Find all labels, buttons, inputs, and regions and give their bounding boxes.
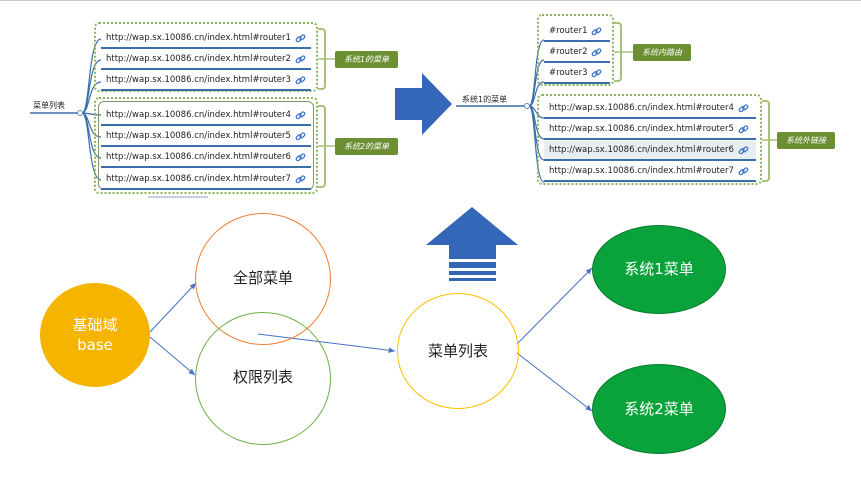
right-internal-brace — [614, 22, 622, 82]
system1-menu-label: 系统1菜单 — [624, 260, 694, 279]
link-icon[interactable] — [295, 174, 306, 185]
link-icon[interactable] — [738, 103, 749, 114]
permission-list-node: 权限列表 — [195, 312, 331, 445]
url-underline — [544, 82, 610, 84]
right-internal-item[interactable]: #router3 — [544, 64, 610, 82]
left-group1-tag[interactable]: 系统1的菜单 — [335, 51, 398, 68]
up-arrow-icon — [426, 207, 518, 281]
link-icon[interactable] — [738, 124, 749, 135]
right-external-item[interactable]: http://wap.sx.10086.cn/index.html#router… — [544, 120, 756, 138]
url-underline — [101, 47, 311, 49]
right-external-item[interactable]: http://wap.sx.10086.cn/index.html#router… — [544, 99, 756, 117]
right-internal-item[interactable]: #router2 — [544, 43, 610, 61]
right-branch-curves — [528, 39, 545, 183]
right-external-box — [537, 94, 762, 185]
url-underline — [101, 89, 311, 91]
left-root-label: 菜单列表 — [33, 101, 65, 110]
left-group2-box — [94, 97, 318, 194]
left-url-item[interactable]: http://wap.sx.10086.cn/index.html#router… — [101, 170, 311, 188]
url-underline — [544, 40, 610, 42]
link-icon[interactable] — [591, 26, 602, 37]
link-icon[interactable] — [295, 33, 306, 44]
url-underline — [544, 61, 610, 63]
route-text: #router1 — [549, 26, 588, 36]
url-underline — [544, 138, 756, 140]
left-url-item[interactable]: http://wap.sx.10086.cn/index.html#router… — [101, 29, 311, 47]
link-icon[interactable] — [295, 131, 306, 142]
right-external-brace — [762, 100, 770, 182]
all-menus-label: 全部菜单 — [232, 268, 293, 287]
system2-menu-node: 系统2菜单 — [592, 364, 726, 454]
system1-menu-node: 系统1菜单 — [592, 225, 726, 314]
right-collapse-toggle[interactable] — [524, 103, 530, 109]
left-url-item[interactable]: http://wap.sx.10086.cn/index.html#router… — [101, 148, 311, 166]
url-text: http://wap.sx.10086.cn/index.html#router… — [106, 33, 291, 43]
left-bottom-shadow — [148, 196, 208, 198]
menu-list-node: 菜单列表 — [397, 293, 519, 409]
url-text: http://wap.sx.10086.cn/index.html#router… — [106, 110, 291, 120]
link-icon[interactable] — [295, 152, 306, 163]
right-internal-box — [537, 14, 614, 86]
url-text: http://wap.sx.10086.cn/index.html#router… — [549, 124, 734, 134]
right-external-item[interactable]: http://wap.sx.10086.cn/index.html#router… — [544, 141, 756, 159]
url-text: http://wap.sx.10086.cn/index.html#router… — [106, 174, 291, 184]
left-url-item[interactable]: http://wap.sx.10086.cn/index.html#router… — [101, 50, 311, 68]
url-underline — [101, 188, 311, 190]
right-internal-tag[interactable]: 系统内路由 — [633, 44, 691, 61]
url-text: http://wap.sx.10086.cn/index.html#router… — [549, 166, 734, 176]
url-text: http://wap.sx.10086.cn/index.html#router… — [106, 54, 291, 64]
url-text: http://wap.sx.10086.cn/index.html#router… — [549, 103, 734, 113]
route-text: #router2 — [549, 47, 588, 57]
left-url-item[interactable]: http://wap.sx.10086.cn/index.html#router… — [101, 127, 311, 145]
window-top-border — [0, 0, 861, 1]
arrow-base-to-all-menus — [149, 282, 197, 333]
url-underline — [101, 124, 311, 126]
arrow-menu-list-to-system2 — [516, 352, 593, 412]
right-root-label: 系统1的菜单 — [462, 95, 508, 104]
left-group2-tag[interactable]: 系统2的菜单 — [335, 138, 398, 155]
route-text: #router3 — [549, 68, 588, 78]
url-underline — [101, 166, 311, 168]
link-icon[interactable] — [591, 68, 602, 79]
url-text: http://wap.sx.10086.cn/index.html#router… — [106, 152, 291, 162]
url-underline — [544, 117, 756, 119]
left-group2-brace — [318, 105, 326, 188]
link-icon[interactable] — [295, 54, 306, 65]
left-collapse-toggle[interactable] — [77, 110, 83, 116]
url-text: http://wap.sx.10086.cn/index.html#router… — [549, 145, 734, 155]
right-external-tag[interactable]: 系统外链接 — [777, 132, 835, 149]
url-underline — [544, 159, 756, 161]
right-arrow-icon — [395, 73, 452, 135]
url-underline — [544, 180, 756, 182]
base-domain-sublabel: base — [77, 336, 113, 354]
url-text: http://wap.sx.10086.cn/index.html#router… — [106, 131, 291, 141]
right-external-item[interactable]: http://wap.sx.10086.cn/index.html#router… — [544, 162, 756, 180]
left-url-item[interactable]: http://wap.sx.10086.cn/index.html#router… — [101, 106, 311, 124]
left-group1-box — [94, 22, 318, 92]
link-icon[interactable] — [295, 75, 306, 86]
right-internal-item[interactable]: #router1 — [544, 22, 610, 40]
base-domain-label: 基础域 — [72, 315, 118, 334]
link-icon[interactable] — [738, 166, 749, 177]
url-underline — [101, 68, 311, 70]
left-url-item[interactable]: http://wap.sx.10086.cn/index.html#router… — [101, 71, 311, 89]
url-underline — [101, 145, 311, 147]
left-group1-brace — [318, 28, 326, 90]
arrow-base-to-permission — [149, 336, 196, 376]
left-branch-curves — [81, 38, 102, 181]
menu-list-label: 菜单列表 — [427, 341, 488, 360]
system2-menu-label: 系统2菜单 — [624, 399, 694, 418]
link-icon[interactable] — [591, 47, 602, 58]
link-icon[interactable] — [295, 110, 306, 121]
arrow-menu-list-to-system1 — [516, 267, 593, 345]
url-text: http://wap.sx.10086.cn/index.html#router… — [106, 75, 291, 85]
permission-list-label: 权限列表 — [232, 368, 293, 387]
link-icon[interactable] — [738, 145, 749, 156]
base-domain-node: 基础域 base — [40, 283, 150, 387]
